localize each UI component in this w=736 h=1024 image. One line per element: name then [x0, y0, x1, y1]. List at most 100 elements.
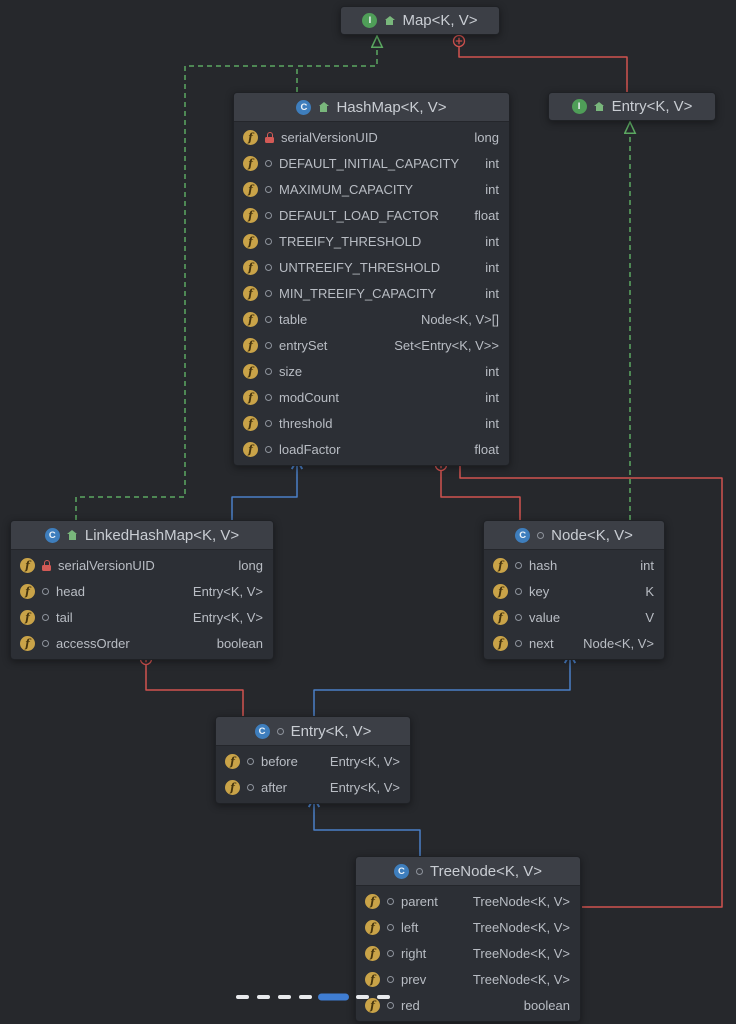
- class-box-node[interactable]: C Node<K, V> f hash int f key K f value …: [483, 520, 665, 660]
- edge-extends-linkedhashmap-hashmap[interactable]: [231, 460, 297, 520]
- class-box-linkedhashmap[interactable]: C LinkedHashMap<K, V> f serialVersionUID…: [10, 520, 274, 660]
- interface-icon: I: [571, 99, 587, 114]
- field-type: int: [485, 285, 499, 301]
- edge-extends-treenode-entry[interactable]: [314, 798, 421, 856]
- class-box-map[interactable]: I Map<K, V>: [340, 6, 500, 35]
- field-name: hash: [529, 557, 558, 573]
- field-row[interactable]: f table Node<K, V>[]: [234, 306, 509, 332]
- edge-inner-map-entry[interactable]: [458, 47, 628, 92]
- visibility-circle-icon: [387, 949, 394, 957]
- field-row[interactable]: f parent TreeNode<K, V>: [356, 888, 580, 914]
- field-row[interactable]: f left TreeNode<K, V>: [356, 914, 580, 940]
- visibility-circle-icon: [387, 923, 394, 931]
- field-row[interactable]: f right TreeNode<K, V>: [356, 940, 580, 966]
- field-name: threshold: [279, 415, 333, 431]
- field-type: TreeNode<K, V>: [472, 945, 570, 961]
- field-row[interactable]: f size int: [234, 358, 509, 384]
- class-title: Entry<K, V>: [290, 722, 372, 740]
- field-row[interactable]: f modCount int: [234, 384, 509, 410]
- field-type: Node<K, V>[]: [420, 311, 499, 327]
- home-icon: [594, 101, 605, 112]
- class-header[interactable]: C TreeNode<K, V>: [356, 857, 580, 886]
- field-row[interactable]: f prev TreeNode<K, V>: [356, 966, 580, 992]
- field-type: float: [474, 207, 499, 223]
- class-box-hashmap[interactable]: C HashMap<K, V> f serialVersionUID long …: [233, 92, 510, 466]
- visibility-circle-icon: [42, 613, 49, 621]
- field-row[interactable]: f red boolean: [356, 992, 580, 1018]
- field-icon: f: [365, 945, 380, 961]
- visibility-circle-icon: [247, 783, 254, 791]
- field-row[interactable]: f accessOrder boolean: [11, 630, 273, 656]
- private-lock-icon: [42, 559, 51, 571]
- field-row[interactable]: f DEFAULT_LOAD_FACTOR float: [234, 202, 509, 228]
- field-icon: f: [225, 779, 240, 795]
- field-icon: f: [243, 415, 258, 431]
- field-icon: f: [493, 609, 508, 625]
- visibility-circle-icon: [515, 587, 522, 595]
- edge-inner-linkedhashmap-entry[interactable]: [145, 665, 244, 716]
- field-row[interactable]: f value V: [484, 604, 664, 630]
- field-row[interactable]: f serialVersionUID long: [234, 124, 509, 150]
- class-header[interactable]: C Node<K, V>: [484, 521, 664, 550]
- edge-inner-hashmap-node[interactable]: [440, 471, 521, 520]
- edge-extends-entry-node[interactable]: [313, 654, 570, 716]
- field-name: after: [261, 779, 288, 795]
- class-header[interactable]: C LinkedHashMap<K, V>: [11, 521, 273, 550]
- field-name: before: [261, 753, 298, 769]
- class-title: TreeNode<K, V>: [429, 862, 542, 880]
- field-row[interactable]: f tail Entry<K, V>: [11, 604, 273, 630]
- visibility-circle-icon: [265, 263, 272, 271]
- field-row[interactable]: f DEFAULT_INITIAL_CAPACITY int: [234, 150, 509, 176]
- class-title: Entry<K, V>: [611, 98, 693, 115]
- class-icon: C: [254, 723, 270, 739]
- visibility-circle-icon: [42, 639, 49, 647]
- field-name: value: [529, 609, 561, 625]
- field-icon: f: [493, 635, 508, 651]
- field-name: TREEIFY_THRESHOLD: [279, 233, 422, 249]
- field-type: TreeNode<K, V>: [472, 893, 570, 909]
- class-box-map-entry[interactable]: I Entry<K, V>: [548, 92, 716, 121]
- field-list: f hash int f key K f value V f next Node…: [484, 550, 664, 659]
- field-row[interactable]: f entrySet Set<Entry<K, V>>: [234, 332, 509, 358]
- visibility-circle-icon: [265, 341, 272, 349]
- field-row[interactable]: f MAXIMUM_CAPACITY int: [234, 176, 509, 202]
- home-icon: [318, 102, 329, 112]
- visibility-circle-icon: [247, 757, 254, 765]
- field-icon: f: [243, 311, 258, 327]
- field-row[interactable]: f serialVersionUID long: [11, 552, 273, 578]
- class-title: HashMap<K, V>: [336, 98, 447, 116]
- field-row[interactable]: f hash int: [484, 552, 664, 578]
- field-row[interactable]: f before Entry<K, V>: [216, 748, 410, 774]
- field-name: left: [401, 919, 419, 935]
- field-icon: f: [20, 557, 35, 573]
- field-type: Set<Entry<K, V>>: [394, 337, 499, 353]
- field-row[interactable]: f MIN_TREEIFY_CAPACITY int: [234, 280, 509, 306]
- class-header[interactable]: C Entry<K, V>: [216, 717, 410, 746]
- class-header[interactable]: I Map<K, V>: [341, 7, 499, 34]
- class-box-linkedhashmap-entry[interactable]: C Entry<K, V> f before Entry<K, V> f aft…: [215, 716, 411, 804]
- visibility-circle-icon: [265, 211, 272, 219]
- visibility-circle-icon: [387, 1001, 394, 1009]
- field-row[interactable]: f UNTREEIFY_THRESHOLD int: [234, 254, 509, 280]
- class-header[interactable]: C HashMap<K, V>: [234, 93, 509, 122]
- field-row[interactable]: f key K: [484, 578, 664, 604]
- field-type: long: [238, 557, 263, 573]
- field-row[interactable]: f TREEIFY_THRESHOLD int: [234, 228, 509, 254]
- field-row[interactable]: f threshold int: [234, 410, 509, 436]
- field-row[interactable]: f after Entry<K, V>: [216, 774, 410, 800]
- class-box-treenode[interactable]: C TreeNode<K, V> f parent TreeNode<K, V>…: [355, 856, 581, 1022]
- field-row[interactable]: f loadFactor float: [234, 436, 509, 462]
- class-header[interactable]: I Entry<K, V>: [549, 93, 715, 120]
- field-list: f parent TreeNode<K, V> f left TreeNode<…: [356, 886, 580, 1021]
- field-name: DEFAULT_INITIAL_CAPACITY: [279, 155, 460, 171]
- class-icon: C: [296, 99, 312, 115]
- field-type: Entry<K, V>: [192, 609, 263, 625]
- field-type: int: [485, 233, 499, 249]
- edge-realization-hashmap-map[interactable]: [296, 36, 377, 92]
- field-type: boolean: [216, 635, 263, 651]
- field-row[interactable]: f head Entry<K, V>: [11, 578, 273, 604]
- field-row[interactable]: f next Node<K, V>: [484, 630, 664, 656]
- field-icon: f: [243, 129, 258, 145]
- field-name: table: [279, 311, 308, 327]
